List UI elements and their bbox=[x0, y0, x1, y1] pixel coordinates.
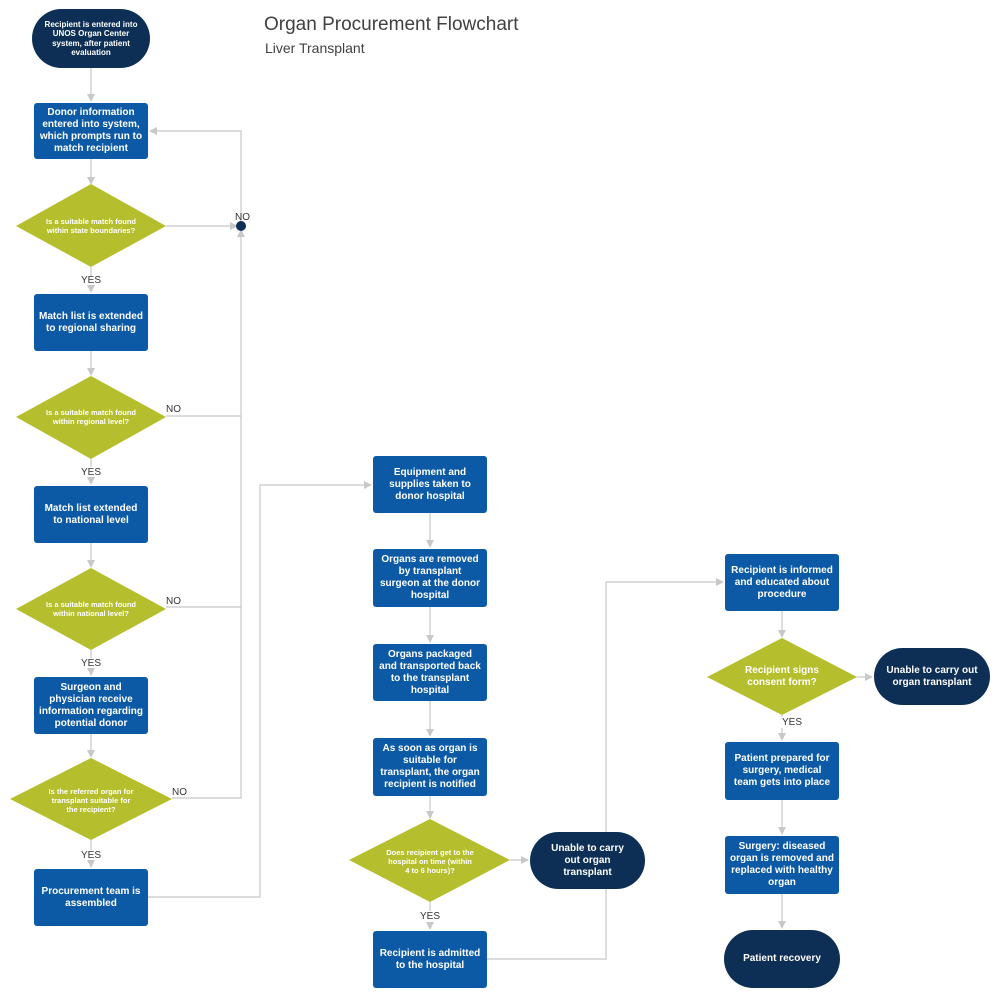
unable-transplant-terminator: Unable to carry out organ transplant bbox=[874, 648, 990, 705]
recipient-informed-process: Recipient is informed and educated about… bbox=[725, 554, 839, 611]
organs-packaged-process: Organs packaged and transported back to … bbox=[373, 644, 487, 701]
junction-dot bbox=[236, 221, 246, 231]
page-title: Organ Procurement Flowchart bbox=[264, 14, 519, 35]
connector bbox=[172, 607, 242, 799]
unable-transplant-terminator: Unable to carry out organ transplant bbox=[530, 832, 645, 889]
patient-recovery-terminator: Patient recovery bbox=[724, 930, 840, 988]
decision-diamond-time bbox=[349, 819, 510, 902]
decision-suitable-text: Is the referred organ for transplant sui… bbox=[48, 786, 134, 814]
no-label: NO bbox=[235, 212, 250, 223]
patient-prepared-process: Patient prepared for surgery, medical te… bbox=[725, 742, 839, 800]
yes-label: YES bbox=[81, 658, 102, 669]
surgery-process: Surgery: diseased organ is removed and r… bbox=[725, 836, 839, 894]
yes-label: YES bbox=[81, 467, 102, 478]
page-subtitle: Liver Transplant bbox=[265, 40, 365, 56]
surgeon-info-process: Surgeon and physician receive informatio… bbox=[34, 677, 148, 734]
recipient-notified-process: As soon as organ is suitable for transpl… bbox=[373, 738, 487, 796]
yes-label: YES bbox=[782, 717, 803, 728]
national-list-process: Match list extended to national level bbox=[34, 486, 148, 543]
connector bbox=[149, 127, 242, 222]
connector bbox=[487, 578, 724, 960]
connector bbox=[148, 481, 372, 898]
decision-consent-text: Recipient signs consent form? bbox=[745, 665, 819, 688]
decision-time-text: Does recipient get to the hospital on ti… bbox=[386, 847, 474, 875]
recipient-admitted-process: Recipient is admitted to the hospital bbox=[373, 931, 487, 988]
organs-removed-process: Organs are removed by transplant surgeon… bbox=[373, 549, 487, 607]
decision-diamond-regional bbox=[16, 376, 166, 459]
no-label: NO bbox=[166, 404, 181, 415]
decision-diamond-national bbox=[16, 568, 166, 650]
decision-national-text: Is a suitable match found within nationa… bbox=[46, 600, 137, 618]
connector bbox=[166, 416, 242, 608]
donor-info-process: Donor information entered into system, w… bbox=[34, 103, 148, 159]
procurement-process: Procurement team is assembled bbox=[34, 869, 148, 926]
decision-regional-text: Is a suitable match found within regiona… bbox=[46, 408, 137, 426]
no-label: NO bbox=[172, 787, 187, 798]
no-label: NO bbox=[166, 596, 181, 607]
decision-diamond-consent bbox=[707, 638, 857, 715]
decision-diamond-state bbox=[16, 184, 166, 267]
yes-label: YES bbox=[81, 850, 102, 861]
connector bbox=[166, 229, 245, 417]
decision-state-text: Is a suitable match found within state b… bbox=[46, 217, 137, 235]
equipment-process: Equipment and supplies taken to donor ho… bbox=[373, 456, 487, 513]
regional-list-process: Match list is extended to regional shari… bbox=[34, 294, 148, 351]
decision-diamond-suitable bbox=[10, 758, 172, 840]
yes-label: YES bbox=[81, 275, 102, 286]
yes-label: YES bbox=[420, 911, 441, 922]
start-terminator: Recipient is entered into UNOS Organ Cen… bbox=[32, 9, 150, 68]
